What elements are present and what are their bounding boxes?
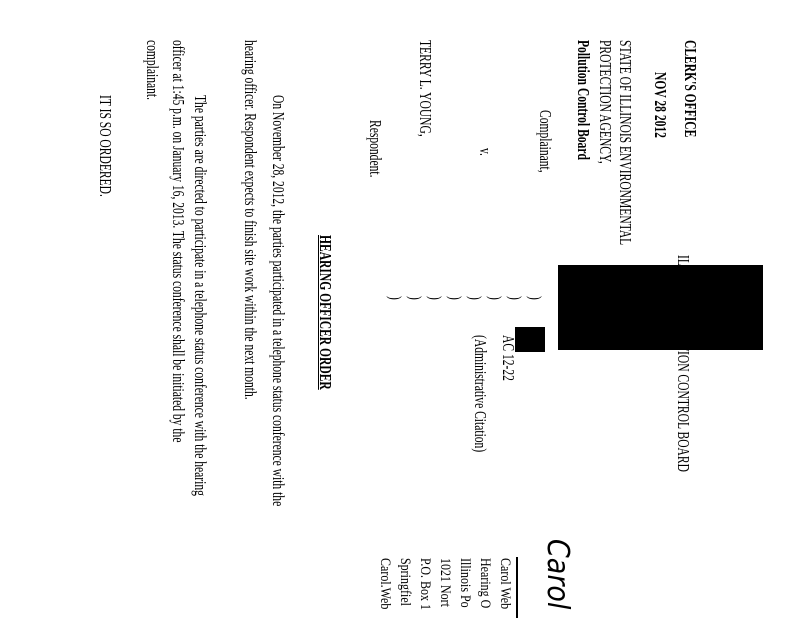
versus: v. bbox=[476, 148, 495, 156]
complainant-name-line2: PROTECTION AGENCY, bbox=[596, 40, 615, 164]
caption-parentheses: )))))))) bbox=[386, 296, 545, 300]
signature-line-text: Carol.Web bbox=[377, 558, 393, 610]
signature-line-text: 1021 Nort bbox=[437, 558, 453, 607]
signature-line-text: P.O. Box 1 bbox=[417, 558, 433, 611]
case-type: (Administrative Citation) bbox=[471, 335, 490, 453]
stamp-date: NOV 28 2012 bbox=[651, 72, 670, 138]
order-title: HEARING OFFICER ORDER bbox=[316, 235, 335, 390]
order-line: complainant. bbox=[143, 40, 162, 101]
signature-block: Carol Web Hearing O Illinois Po 1021 Nor… bbox=[375, 558, 515, 610]
closing-statement: IT IS SO ORDERED. bbox=[96, 95, 115, 197]
signature-line-text: Illinois Po bbox=[457, 558, 473, 608]
stamp-board: Pollution Control Board bbox=[574, 40, 593, 160]
signature-line bbox=[516, 557, 518, 618]
order-line: hearing officer. Respondent expects to f… bbox=[241, 40, 260, 400]
order-line: The parties are directed to participate … bbox=[191, 95, 210, 496]
signature-line-text: Springfiel bbox=[397, 558, 413, 606]
respondent-name: TERRY L. YOUNG, bbox=[416, 40, 435, 137]
signature-line-text: Carol Web bbox=[497, 558, 513, 610]
order-line: On November 28, 2012, the parties partic… bbox=[269, 95, 288, 507]
respondent-label: Respondent. bbox=[366, 120, 385, 178]
order-line: officer at 1:45 p.m. on January 16, 2013… bbox=[169, 40, 188, 443]
complainant-name-line1: STATE OF ILLINOIS ENVIRONMENTAL bbox=[616, 40, 635, 246]
redaction-box-small bbox=[515, 327, 545, 352]
case-number: AC 12-22 bbox=[499, 335, 518, 381]
complainant-label: Complainant, bbox=[536, 110, 555, 173]
handwritten-signature: Carol bbox=[540, 538, 575, 610]
clerks-office-stamp: CLERK'S OFFICE bbox=[681, 40, 700, 138]
signature-line-text: Hearing O bbox=[477, 558, 493, 609]
redaction-box bbox=[558, 265, 763, 350]
